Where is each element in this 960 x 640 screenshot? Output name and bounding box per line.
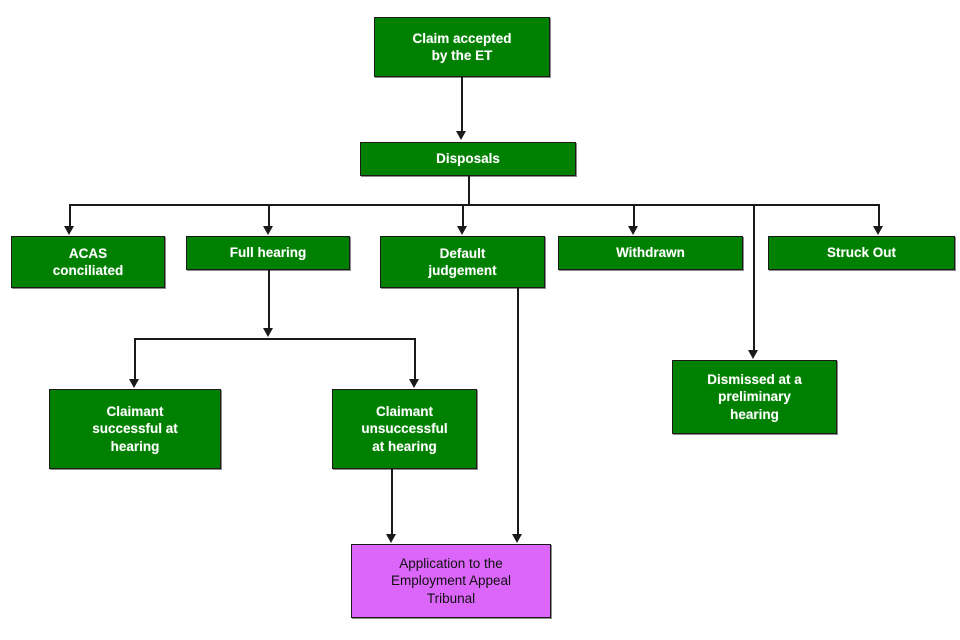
edge-hearing-bus-to-successful	[134, 338, 136, 381]
edge-bus-to-acas	[69, 204, 71, 228]
arrowhead-hearing-bus-to-unsuccessful	[409, 379, 419, 388]
arrowhead-claim-to-disposals	[456, 131, 466, 140]
node-claimant-unsuccessful[interactable]: Claimant unsuccessful at hearing	[332, 389, 477, 469]
edge-bus-to-dismissed-preliminary	[753, 204, 755, 352]
node-claimant-successful[interactable]: Claimant successful at hearing	[49, 389, 221, 469]
edge-full-hearing-to-bus	[268, 270, 270, 330]
node-withdrawn[interactable]: Withdrawn	[558, 236, 743, 270]
arrowhead-bus-to-withdrawn	[628, 226, 638, 235]
arrowhead-bus-to-default-judgement	[457, 226, 467, 235]
node-claim-accepted[interactable]: Claim accepted by the ET	[374, 17, 550, 77]
edge-unsuccessful-to-eat	[391, 469, 393, 536]
arrowhead-bus-to-acas	[64, 226, 74, 235]
arrowhead-unsuccessful-to-eat	[386, 534, 396, 543]
edge-default-judgement-to-eat	[517, 288, 519, 536]
node-full-hearing[interactable]: Full hearing	[186, 236, 350, 270]
node-struck-out[interactable]: Struck Out	[768, 236, 955, 270]
node-dismissed-preliminary[interactable]: Dismissed at a preliminary hearing	[672, 360, 837, 434]
arrowhead-bus-to-full-hearing	[263, 226, 273, 235]
edge-hearing-bus	[134, 338, 415, 340]
edge-bus-to-withdrawn	[633, 204, 635, 228]
edge-bus-to-full-hearing	[268, 204, 270, 228]
arrowhead-hearing-bus-to-successful	[129, 379, 139, 388]
arrowhead-bus-to-struck-out	[873, 226, 883, 235]
arrowhead-bus-to-dismissed-preliminary	[748, 350, 758, 359]
node-eat-application[interactable]: Application to the Employment Appeal Tri…	[351, 544, 551, 618]
edge-hearing-bus-to-unsuccessful	[414, 338, 416, 381]
edge-bus-to-default-judgement	[462, 204, 464, 228]
node-acas-conciliated[interactable]: ACAS conciliated	[11, 236, 165, 288]
arrowhead-full-hearing-to-bus	[263, 328, 273, 337]
edge-bus-to-struck-out	[878, 204, 880, 228]
edge-claim-to-disposals	[461, 77, 463, 133]
edge-disposal-bus	[69, 204, 879, 206]
node-disposals[interactable]: Disposals	[360, 142, 576, 176]
edge-disposals-to-bus	[468, 176, 470, 205]
node-default-judgement[interactable]: Default judgement	[380, 236, 545, 288]
arrowhead-default-judgement-to-eat	[512, 534, 522, 543]
